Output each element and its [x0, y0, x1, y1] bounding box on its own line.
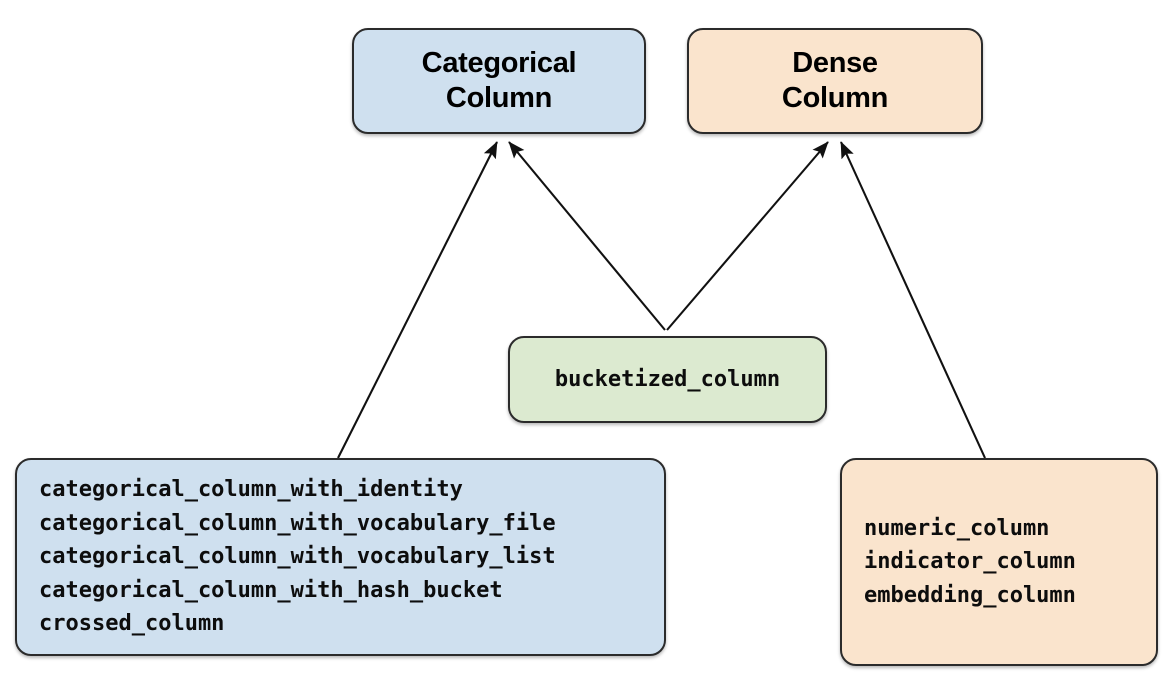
list-item: indicator_column: [864, 549, 1076, 575]
list-item: embedding_column: [864, 582, 1076, 608]
edge-dense-list-to-dense-column: [840, 141, 986, 459]
list-item: categorical_column_with_vocabulary_file: [39, 510, 556, 536]
node-dense-column-types[interactable]: numeric_column indicator_column embeddin…: [840, 458, 1158, 666]
node-dense-column[interactable]: Dense Column: [687, 28, 983, 134]
edge-bucketized-to-categorical-column: [508, 141, 666, 331]
node-categorical-column-line1: Categorical: [421, 46, 577, 79]
list-item: categorical_column_with_hash_bucket: [39, 577, 503, 603]
node-dense-column-line1: Dense: [792, 46, 878, 79]
node-dense-column-line2: Column: [781, 82, 889, 114]
list-item: crossed_column: [39, 611, 225, 637]
list-item: categorical_column_with_vocabulary_list: [39, 544, 556, 570]
list-item: categorical_column_with_identity: [39, 477, 463, 503]
edge-bucketized-to-dense-column: [666, 141, 829, 331]
node-bucketized-column[interactable]: bucketized_column: [508, 336, 827, 423]
edge-categorical-list-to-categorical-column: [337, 141, 498, 459]
node-categorical-column[interactable]: Categorical Column: [352, 28, 646, 134]
node-categorical-column-types[interactable]: categorical_column_with_identity categor…: [15, 458, 666, 656]
list-item: numeric_column: [864, 515, 1050, 541]
node-bucketized-column-label: bucketized_column: [554, 366, 781, 392]
node-categorical-column-line2: Column: [445, 82, 553, 114]
